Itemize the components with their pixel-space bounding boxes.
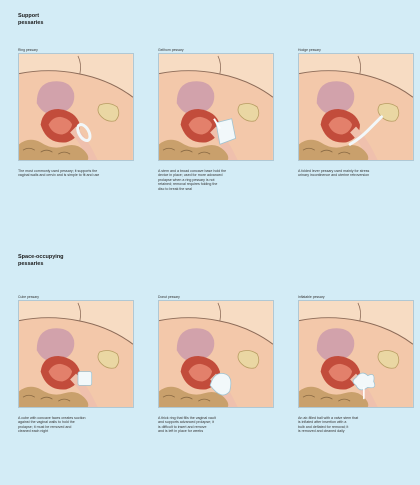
panel-ring-pessary: Ring pessary The most commonly used pess… — [18, 48, 134, 178]
panel-cube-pessary: Cube pessary A cube with concave faces c… — [18, 295, 134, 434]
panel-inflatable-pessary: Inflatable pessary An air-filled ball wi… — [298, 295, 414, 434]
panel-gellhorn-pessary: Gellhorn pessary A stem and a broad conc… — [158, 48, 274, 191]
cube-pessary-icon — [78, 372, 92, 386]
description-line: and is left in place for weeks — [158, 429, 274, 433]
anatomy-illustration — [298, 300, 414, 408]
panel-donut-pessary: Donut pessary A thick ring that fills th… — [158, 295, 274, 434]
section-title-line: Space-occupying — [18, 254, 64, 261]
panel-description: A cube with concave faces creates suctio… — [18, 416, 134, 434]
section-title-space-occupying: Space-occupying pessaries — [18, 254, 64, 267]
description-line: disc to break the seal — [158, 187, 274, 191]
description-line: is removed and cleaned daily — [298, 429, 414, 433]
description-line: cleaned each night — [18, 429, 134, 433]
panel-hodge-pessary: Hodge pessary A folded lever pessary use… — [298, 48, 414, 178]
section-title-support: Support pessaries — [18, 13, 43, 26]
panel-description: The most commonly used pessary; it suppo… — [18, 169, 134, 178]
section-title-line: pessaries — [18, 20, 43, 27]
panel-description: A thick ring that fills the vaginal vaul… — [158, 416, 274, 434]
anatomy-illustration — [158, 53, 274, 161]
description-line: urinary incontinence and uterine retrove… — [298, 173, 414, 177]
anatomy-illustration — [18, 300, 134, 408]
anatomy-illustration — [158, 300, 274, 408]
anatomy-illustration — [298, 53, 414, 161]
description-line: vaginal walls and cervix and is simple t… — [18, 173, 134, 177]
anatomy-illustration — [18, 53, 134, 161]
section-title-line: pessaries — [18, 261, 64, 268]
panel-description: An air-filled ball with a valve stem tha… — [298, 416, 414, 434]
panel-description: A folded lever pessary used mainly for s… — [298, 169, 414, 178]
panel-description: A stem and a broad concave base hold the… — [158, 169, 274, 191]
